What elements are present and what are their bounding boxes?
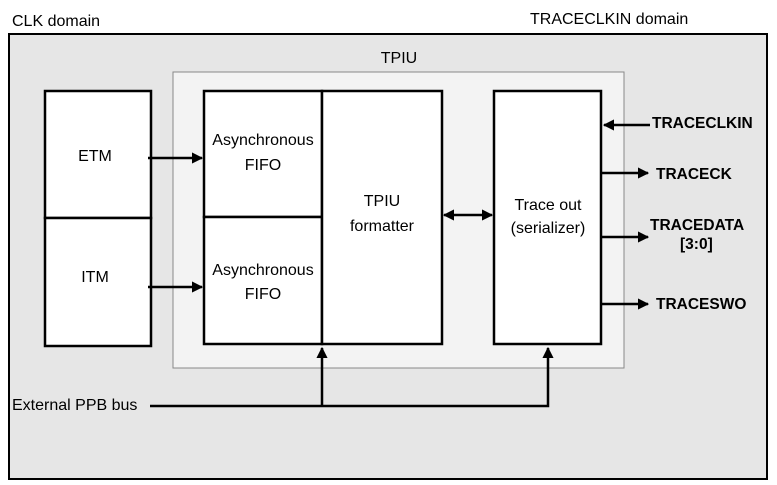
traceclkin-signal: TRACECLKIN <box>652 115 753 132</box>
fifo-block-top <box>202 89 324 219</box>
fifo-bottom-line2: FIFO <box>245 286 281 303</box>
formatter-line1: TPIU <box>364 193 400 210</box>
traceout-line2: (serializer) <box>511 220 586 237</box>
traceout-block <box>492 89 603 346</box>
traceclkin-domain-label: TRACECLKIN domain <box>530 11 688 28</box>
itm-block <box>43 216 153 348</box>
ppb-bus-line <box>150 346 554 408</box>
formatter-line2: formatter <box>350 218 415 235</box>
traceout-line1: Trace out <box>515 197 583 214</box>
tpiu-title: TPIU <box>381 50 417 67</box>
etm-block <box>43 89 153 220</box>
traceck-signal: TRACECK <box>656 166 733 183</box>
etm-label: ETM <box>78 148 112 165</box>
fifo-bottom-line1: Asynchronous <box>212 262 313 279</box>
itm-label: ITM <box>81 269 109 286</box>
fifo-block-bottom <box>202 215 324 346</box>
fifo-top-line1: Asynchronous <box>212 132 313 149</box>
tracedata-signal: TRACEDATA <box>650 217 744 234</box>
formatter-block <box>320 89 444 346</box>
ppb-bus-label: External PPB bus <box>12 397 137 414</box>
tracedata-width: [3:0] <box>680 236 713 253</box>
traceswo-signal: TRACESWO <box>656 296 746 313</box>
clk-domain-label: CLK domain <box>12 13 100 30</box>
fifo-top-line2: FIFO <box>245 157 281 174</box>
